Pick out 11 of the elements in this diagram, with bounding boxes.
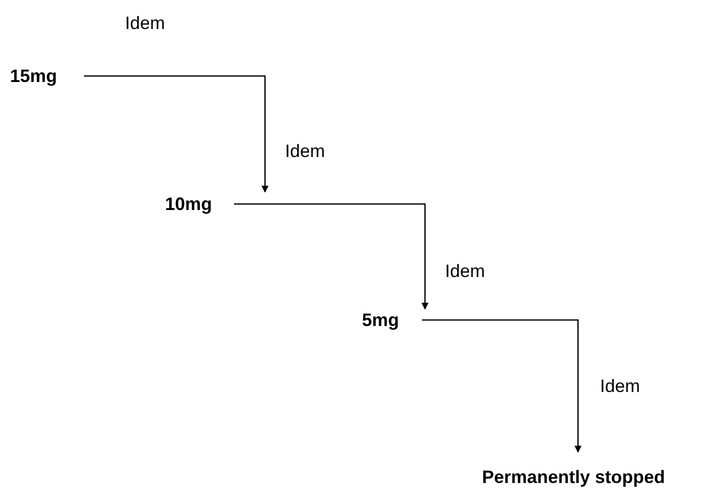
dose-label: 10mg: [165, 193, 212, 215]
note-label: Idem: [125, 12, 166, 34]
dose-label: 5mg: [362, 309, 400, 331]
edge-label: Idem: [600, 375, 640, 397]
dose-label: 15mg: [10, 65, 58, 87]
edge-label: Idem: [285, 140, 326, 162]
step-arrow: [422, 319, 582, 453]
edge-label: Idem: [445, 260, 486, 282]
step-arrow: [84, 75, 268, 193]
step-arrow: [234, 203, 428, 310]
dose-label: Permanently stopped: [482, 466, 666, 488]
